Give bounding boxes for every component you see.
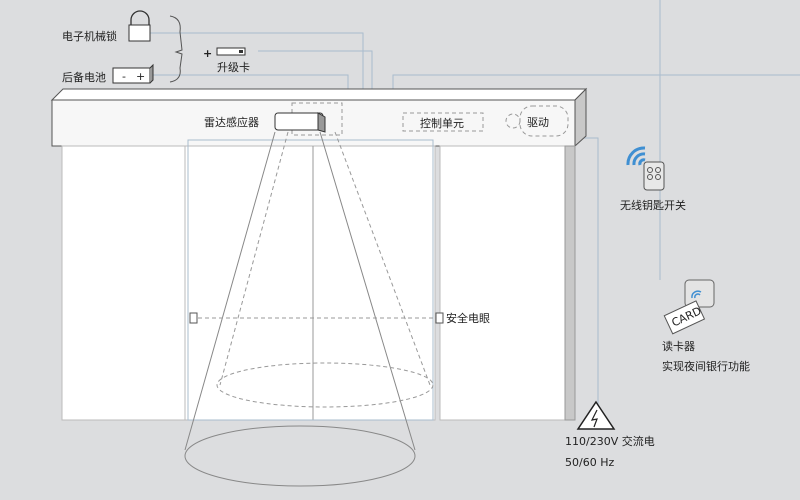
safety-beam-emitter-icon (189, 312, 198, 324)
card-reader-icon: CARD (663, 279, 715, 335)
radar-cone (184, 102, 435, 487)
upgrade-card-label: 升级卡 (217, 61, 250, 74)
high-voltage-icon (576, 400, 616, 430)
power-label: 110/230V 交流电 (565, 434, 655, 448)
battery-icon: - + (112, 63, 154, 84)
card-reader-desc: 实现夜间银行功能 (662, 359, 750, 373)
radar-sensor-icon (274, 112, 326, 133)
wireless-key-icon (626, 146, 665, 191)
battery-minus: - (122, 70, 126, 83)
lock-label: 电子机械锁 (62, 29, 117, 43)
drive-box (519, 105, 569, 137)
battery-label: 后备电池 (62, 70, 106, 84)
drive-label: 驱动 (527, 116, 549, 129)
battery-plus: + (136, 70, 145, 83)
brace (169, 15, 183, 83)
plus-sign: + (203, 47, 212, 60)
wireless-key-label: 无线钥匙开关 (620, 198, 686, 212)
safety-beam-receiver-icon (435, 312, 444, 324)
door-panels (61, 139, 576, 421)
frequency-label: 50/60 Hz (565, 456, 614, 469)
upgrade-card-icon (216, 47, 246, 56)
lock-icon (128, 10, 151, 42)
radar-label: 雷达感应器 (204, 115, 259, 129)
control-unit-label: 控制单元 (420, 116, 464, 130)
card-reader-label: 读卡器 (662, 339, 695, 353)
safety-beam-label: 安全电眼 (446, 311, 490, 325)
